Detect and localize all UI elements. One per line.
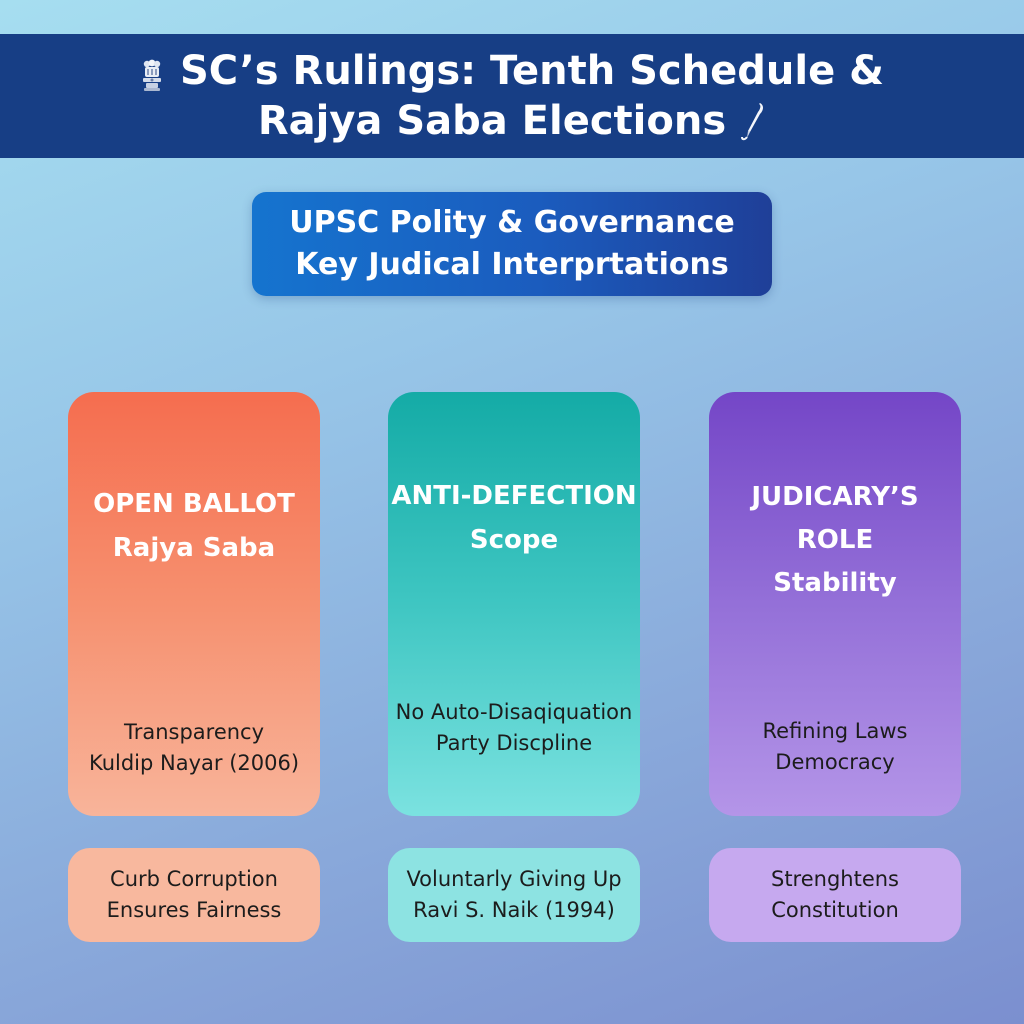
card-body-text: Kuldip Nayar (2006) [88, 751, 300, 775]
card-heading: ANTI-DEFECTION [391, 481, 637, 511]
footer-box-judiciary-role: Strenghtens Constitution [709, 848, 961, 942]
subtitle-box: UPSC Polity & Governance Key Judical Int… [252, 192, 772, 296]
card-body-text: Refining Laws [762, 719, 908, 743]
card-open-ballot: OPEN BALLOT Rajya Saba Transparency Kuld… [68, 392, 320, 816]
title-text-line-2: Rajya Saba Elections [257, 98, 727, 144]
card-heading: Scope [469, 525, 559, 555]
card-heading: OPEN BALLOT [93, 489, 295, 519]
title-line-1: SC’s Rulings: Tenth Schedule & [140, 46, 884, 96]
footer-text: Constitution [771, 898, 899, 922]
title-banner: SC’s Rulings: Tenth Schedule & Rajya Sab… [0, 34, 1024, 158]
footer-text: Voluntarly Giving Up [406, 867, 622, 891]
card-body-text: Party Discpline [435, 731, 593, 755]
card-heading: Stability [773, 568, 897, 598]
title-text-line-1: SC’s Rulings: Tenth Schedule & [179, 48, 885, 94]
card-body-text: Democracy [775, 750, 895, 774]
title-line-2: Rajya Saba Elections [258, 96, 766, 146]
footer-text: Curb Corruption [110, 867, 278, 891]
card-anti-defection: ANTI-DEFECTION Scope No Auto-Disaqiquati… [388, 392, 640, 816]
footer-text: Ravi S. Naik (1994) [413, 898, 615, 922]
subtitle-line-1: UPSC Polity & Governance [289, 205, 735, 240]
subtitle-line-2: Key Judical Interprtations [295, 247, 729, 282]
footer-box-open-ballot: Curb Corruption Ensures Fairness [68, 848, 320, 942]
card-body-text: No Auto-Disaqiquation [395, 700, 633, 724]
card-heading: ROLE [796, 525, 874, 555]
footer-box-anti-defection: Voluntarly Giving Up Ravi S. Naik (1994) [388, 848, 640, 942]
card-body-text: Transparency [123, 720, 265, 744]
card-heading: Rajya Saba [112, 533, 276, 563]
card-heading: JUDICARY’S [751, 482, 919, 512]
quill-pen-icon [740, 101, 766, 141]
national-emblem-icon [140, 54, 164, 91]
card-judiciary-role: JUDICARY’S ROLE Stability Refining Laws … [709, 392, 961, 816]
footer-text: Strenghtens [770, 867, 899, 891]
footer-text: Ensures Fairness [106, 898, 282, 922]
